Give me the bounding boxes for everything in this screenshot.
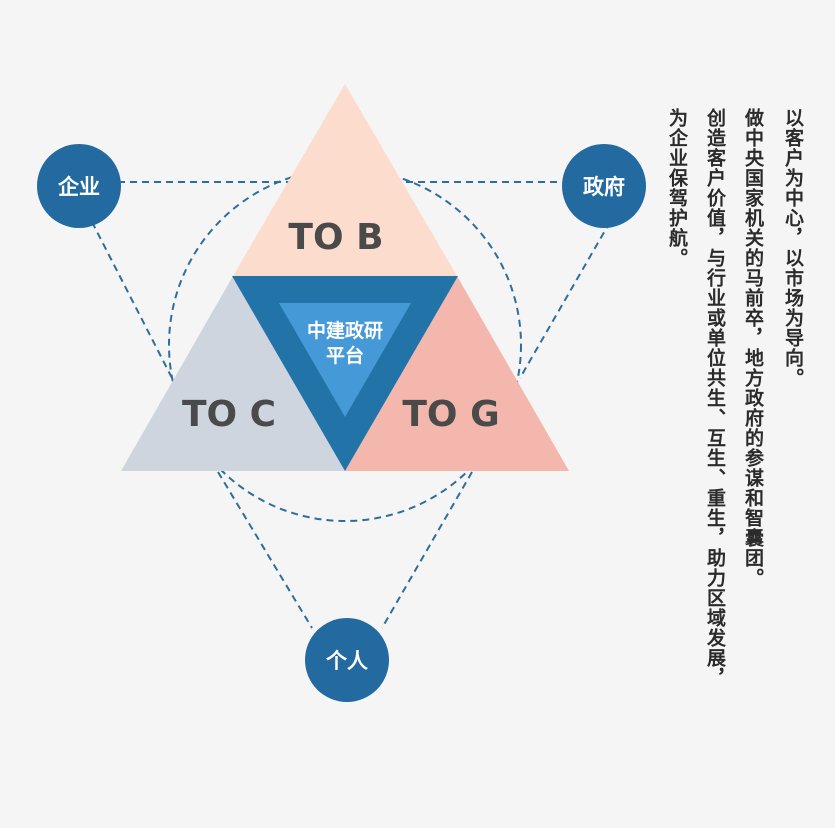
text-column-2: 做中央国家机关的马前卒，地方政府的参谋和智囊团。 bbox=[742, 108, 764, 588]
center-triangle-fill bbox=[279, 303, 411, 417]
to-c-triangle bbox=[121, 276, 347, 471]
to-g-triangle bbox=[345, 276, 569, 471]
to-b-triangle bbox=[233, 84, 457, 276]
text-column-1: 以客户为中心，以市场为导向。 bbox=[782, 108, 804, 388]
to-b-label: TO B bbox=[288, 217, 383, 258]
node-government-label: 政府 bbox=[583, 175, 625, 199]
text-column-4: 为企业保驾护航。 bbox=[666, 108, 688, 268]
center-label-line1: 中建政研 bbox=[307, 319, 383, 342]
node-individual: 个人 bbox=[305, 618, 389, 702]
center-label-line2: 平台 bbox=[326, 344, 364, 367]
node-enterprise: 企业 bbox=[37, 144, 121, 228]
to-c-label: TO C bbox=[182, 394, 276, 435]
node-government: 政府 bbox=[562, 144, 646, 228]
to-g-label: TO G bbox=[402, 394, 499, 435]
text-column-3: 创造客户价值，与行业或单位共生、互生、重生，助力区域发展， bbox=[704, 108, 726, 688]
node-individual-label: 个人 bbox=[326, 649, 368, 673]
node-enterprise-label: 企业 bbox=[57, 175, 100, 199]
